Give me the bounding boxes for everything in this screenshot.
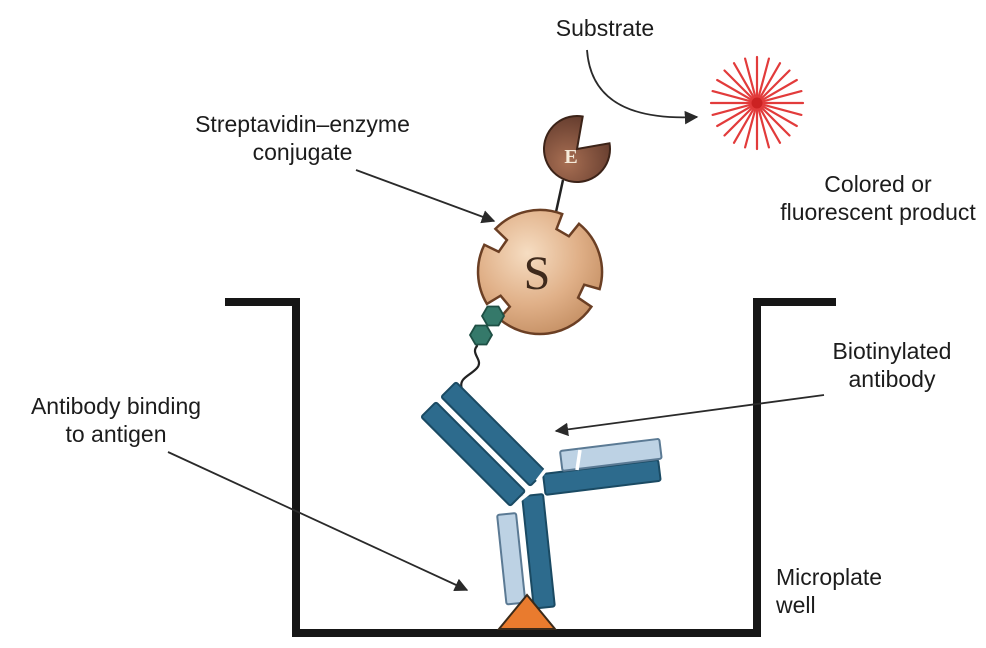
antibody-right-light-chain: [559, 438, 663, 472]
substrate-label-text: Substrate: [555, 15, 655, 41]
product-label-line1: Colored or: [824, 171, 932, 197]
antibody-binding-arrow: [167, 451, 469, 592]
antibody-binding-label-line2: to antigen: [65, 421, 167, 447]
biotin-hexagon-1: [480, 305, 506, 327]
antibody-hinge-gap-right: [535, 461, 553, 483]
conjugate-label-line1: Streptavidin–enzyme: [195, 111, 410, 137]
antibody-binding-label-line1: Antibody binding: [30, 393, 202, 419]
conjugate-label-line2: conjugate: [252, 139, 353, 165]
microplate-well-outline: [225, 298, 836, 637]
enzyme-streptavidin-link: [554, 179, 565, 213]
enzyme-body: [543, 115, 611, 183]
antibody-light-chain-notch: [575, 449, 582, 471]
product-label: Colored or fluorescent product: [766, 170, 986, 226]
starburst-center: [751, 97, 763, 109]
streptavidin-letter: S: [524, 247, 551, 300]
annotation-arrows: [167, 49, 825, 592]
antibody-down-heavy-chain: [521, 493, 556, 610]
biotinylated-antibody-label: Biotinylated antibody: [792, 337, 986, 393]
product-starburst: [709, 55, 805, 151]
conjugate-arrow: [355, 169, 496, 224]
biotinylated-antibody-arrow: [554, 394, 825, 437]
biotinylated-label-line2: antibody: [848, 366, 936, 392]
biotinylated-label-line1: Biotinylated: [832, 338, 952, 364]
microplate-label-line1: Microplate: [776, 564, 883, 590]
biotin-graphic: [468, 305, 506, 346]
enzyme-graphic: E: [543, 115, 611, 183]
substrate-curved-arrow: [586, 49, 699, 125]
antibody-fc-bar-lower: [420, 401, 526, 507]
antibody-binding-label: Antibody binding to antigen: [4, 392, 228, 448]
antigen-triangle: [496, 593, 558, 630]
antibody-hinge-gap-down: [518, 487, 536, 502]
product-label-line2: fluorescent product: [780, 199, 976, 225]
biotin-hexagon-2: [468, 324, 494, 346]
enzyme-letter: E: [564, 146, 577, 168]
microplate-well-label: Microplate well: [776, 563, 946, 619]
antibody-down-light-chain: [496, 512, 527, 606]
microplate-label-line2: well: [776, 592, 816, 618]
biotin-linker-squiggle: [460, 344, 481, 391]
conjugate-label: Streptavidin–enzyme conjugate: [150, 110, 455, 166]
biotinylated-antibody-graphic: [420, 381, 663, 610]
substrate-label: Substrate: [505, 14, 705, 42]
